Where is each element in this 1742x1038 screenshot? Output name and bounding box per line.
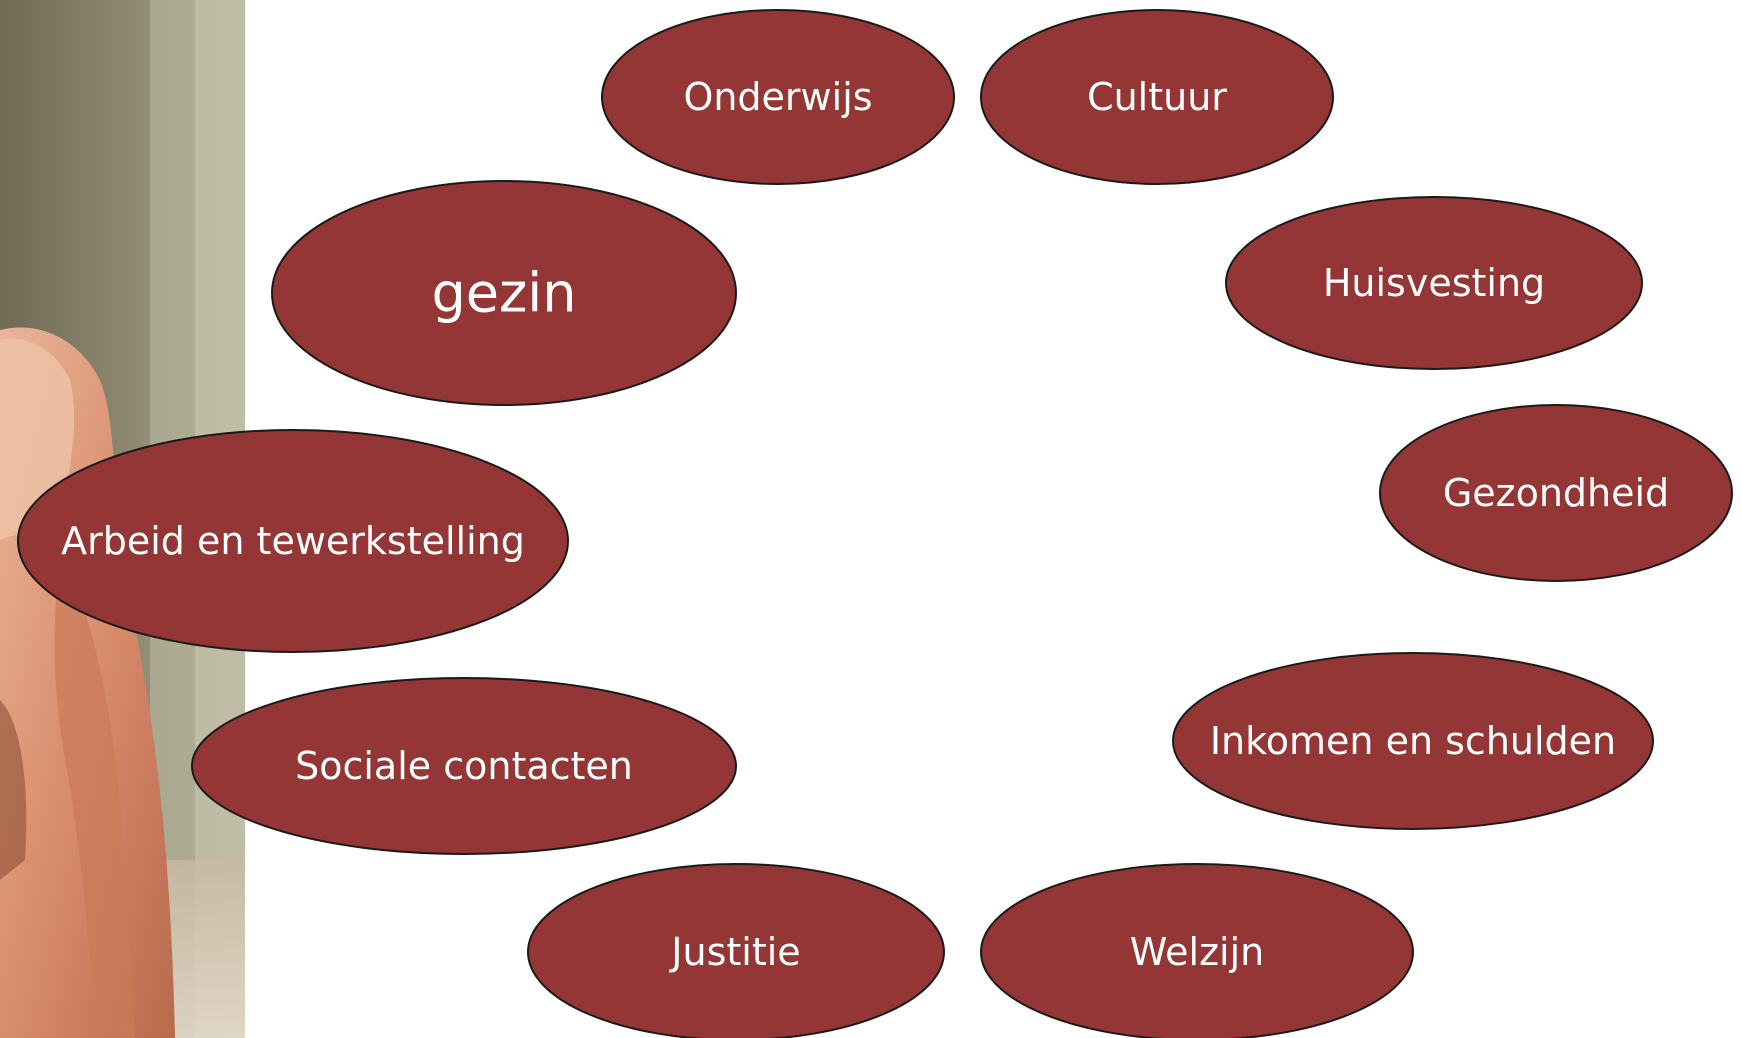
node-welzijn-shape [980,863,1414,1038]
node-arbeid-label: Arbeid en tewerkstelling [61,519,525,563]
node-huisvesting-label: Huisvesting [1323,261,1545,305]
node-onderwijs: Onderwijs [601,9,955,185]
node-inkomen-shape [1172,652,1654,830]
node-onderwijs-shape [601,9,955,185]
node-welzijn-label: Welzijn [1130,930,1264,974]
node-justitie-shape [527,863,945,1038]
node-huisvesting: Huisvesting [1225,196,1643,370]
node-onderwijs-label: Onderwijs [683,75,872,119]
node-gezondheid-shape [1379,404,1733,582]
node-arbeid-shape [17,429,569,653]
node-cultuur-label: Cultuur [1087,75,1227,119]
node-justitie: Justitie [527,863,945,1038]
node-gezin-shape [271,180,737,406]
node-arbeid: Arbeid en tewerkstelling [17,429,569,653]
node-inkomen-label: Inkomen en schulden [1210,719,1616,763]
node-gezondheid-label: Gezondheid [1443,471,1669,515]
node-cultuur: Cultuur [980,9,1334,185]
node-gezondheid: Gezondheid [1379,404,1733,582]
node-sociale-contacten-shape [191,677,737,855]
node-justitie-label: Justitie [669,930,800,974]
node-inkomen: Inkomen en schulden [1172,652,1654,830]
node-sociale-contacten-label: Sociale contacten [295,744,633,788]
node-cultuur-shape [980,9,1334,185]
node-gezin-label: gezin [431,262,576,325]
node-sociale-contacten: Sociale contacten [191,677,737,855]
node-welzijn: Welzijn [980,863,1414,1038]
node-huisvesting-shape [1225,196,1643,370]
node-gezin: gezin [271,180,737,406]
